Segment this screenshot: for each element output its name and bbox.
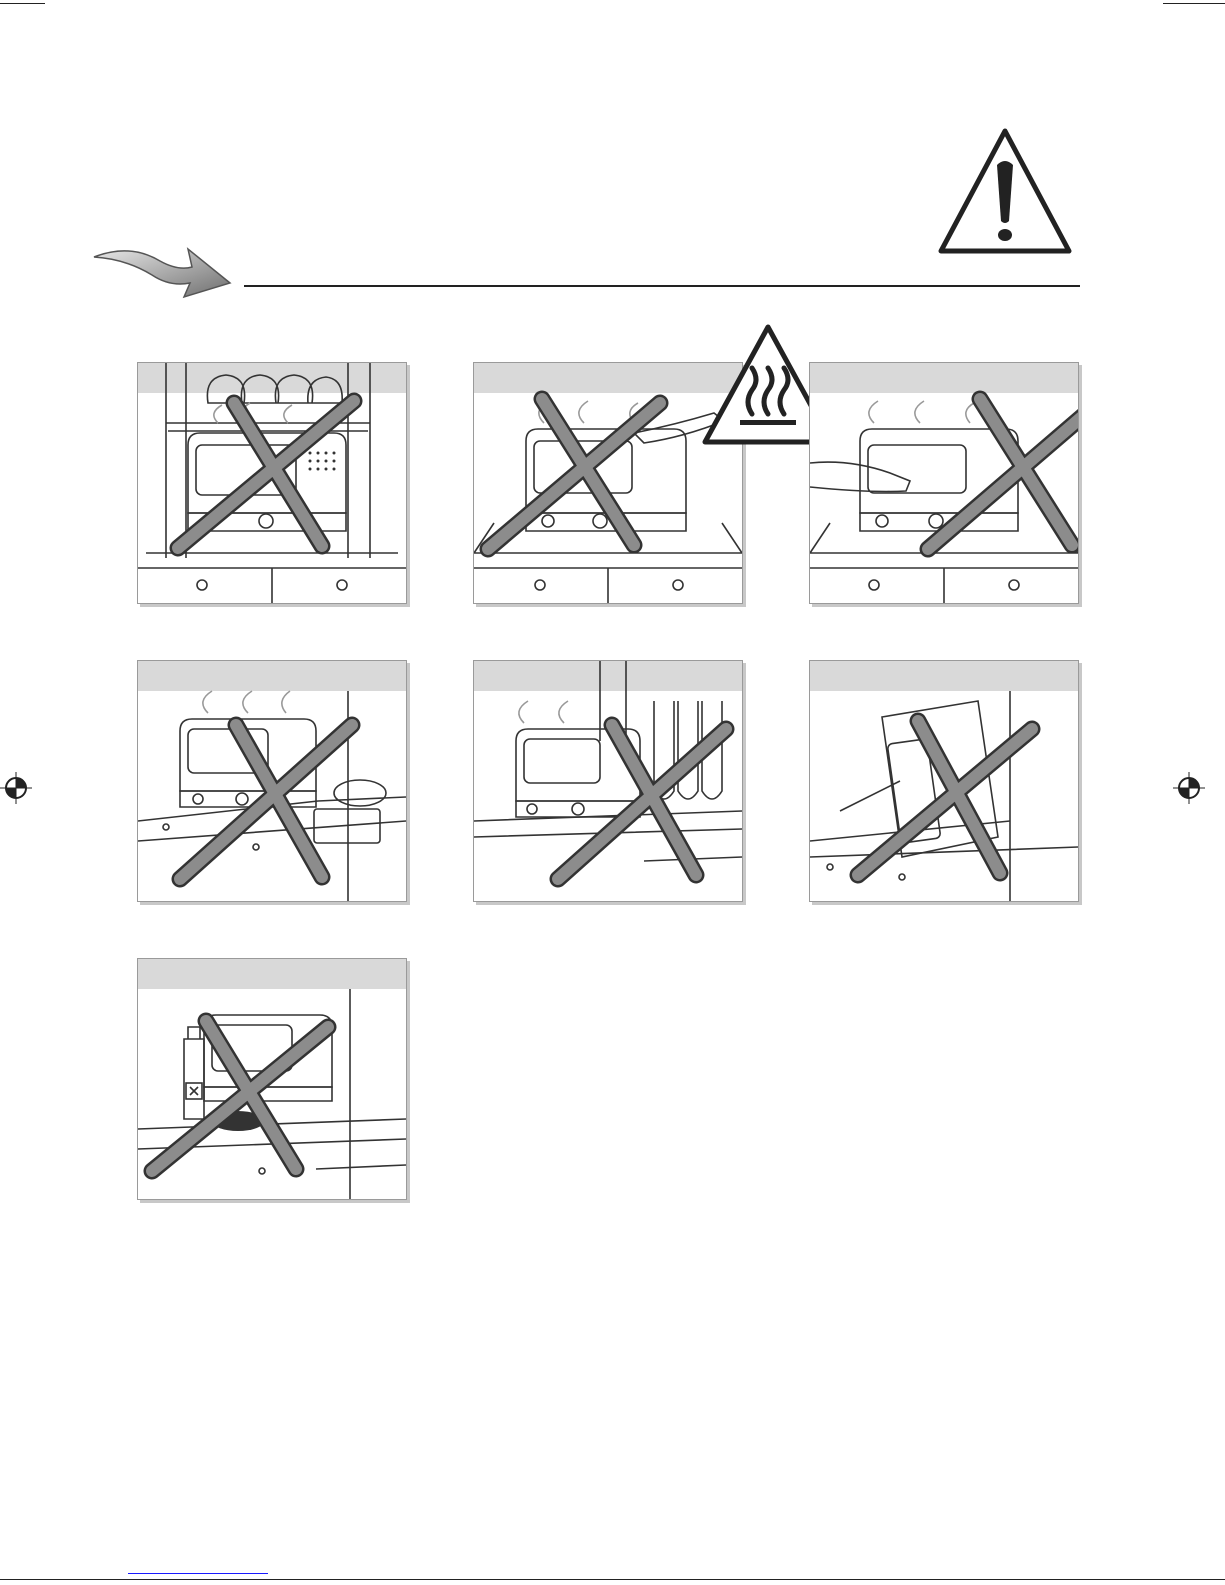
scene-oven-near-curtain — [474, 661, 742, 901]
scene-oven-under-shelf — [138, 363, 406, 603]
panel-oven-under-shelf — [137, 362, 407, 604]
panel-oven-near-curtain — [473, 660, 743, 902]
warning-exclamation-icon — [935, 125, 1075, 260]
panel-oven-near-hob — [137, 660, 407, 902]
registration-mark-icon — [1173, 772, 1205, 804]
scene-oven-tilted — [810, 661, 1078, 901]
crop-mark-top-left — [0, 3, 45, 4]
registration-mark-icon — [0, 772, 32, 804]
scene-oven-near-flammables — [138, 959, 406, 1199]
prohibition-cross — [558, 725, 726, 879]
scene-oven-near-hob — [138, 661, 406, 901]
panel-oven-tilted — [809, 660, 1079, 902]
arrow-pointer-icon — [90, 235, 235, 300]
crop-mark-bottom — [0, 1579, 1225, 1580]
panel-oven-near-flammables — [137, 958, 407, 1200]
panel-hand-near-open-door — [809, 362, 1079, 604]
prohibition-cross — [488, 399, 660, 549]
prohibition-cross — [152, 1021, 328, 1171]
crop-mark-top-right — [1163, 3, 1225, 4]
section-divider — [244, 285, 1080, 287]
prohibition-cross — [180, 725, 352, 879]
footer-link-line — [128, 1573, 268, 1574]
prohibition-cross — [928, 399, 1078, 549]
scene-hand-near-open-door — [810, 363, 1078, 603]
